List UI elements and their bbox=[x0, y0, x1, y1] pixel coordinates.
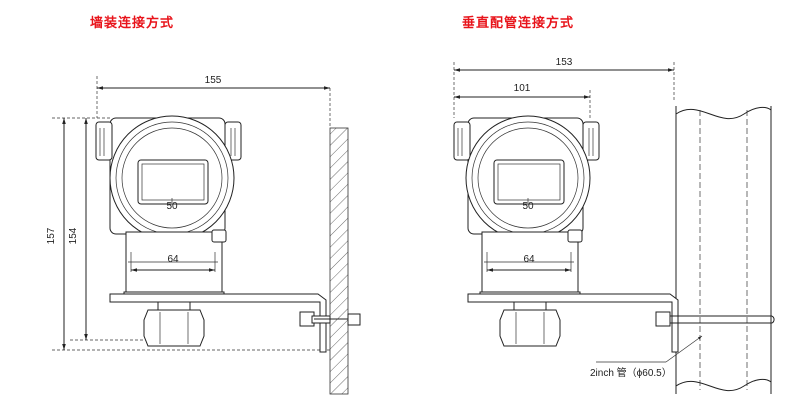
wall-mount-drawing: 155 157 154 50 bbox=[46, 75, 361, 395]
dim-width-label: 155 bbox=[205, 75, 222, 86]
dim-pipe-total-label: 153 bbox=[556, 57, 573, 68]
display-value: 50 bbox=[166, 201, 178, 212]
dim-pipe-body-label: 101 bbox=[514, 83, 531, 94]
transmitter-pipe: 50 64 bbox=[453, 115, 600, 347]
pipe bbox=[675, 106, 772, 394]
dim-height-body-label: 154 bbox=[68, 227, 79, 244]
wall bbox=[329, 127, 349, 395]
transmitter-wall: 50 64 bbox=[95, 115, 242, 347]
pipe-bracket bbox=[467, 293, 775, 353]
pipe-label: 2inch 管（ϕ60.5） bbox=[590, 366, 672, 379]
dim-base-label: 64 bbox=[523, 254, 535, 265]
pipe-mount-title: 垂直配管连接方式 bbox=[462, 16, 575, 31]
dim-height-total-label: 157 bbox=[46, 227, 57, 244]
dim-base-label: 64 bbox=[167, 254, 179, 265]
display-value: 50 bbox=[522, 201, 534, 212]
pipe-mount-drawing: 153 101 50 bbox=[453, 57, 775, 394]
wall-bracket bbox=[109, 293, 361, 353]
wall-mount-title: 墙装连接方式 bbox=[90, 16, 175, 31]
